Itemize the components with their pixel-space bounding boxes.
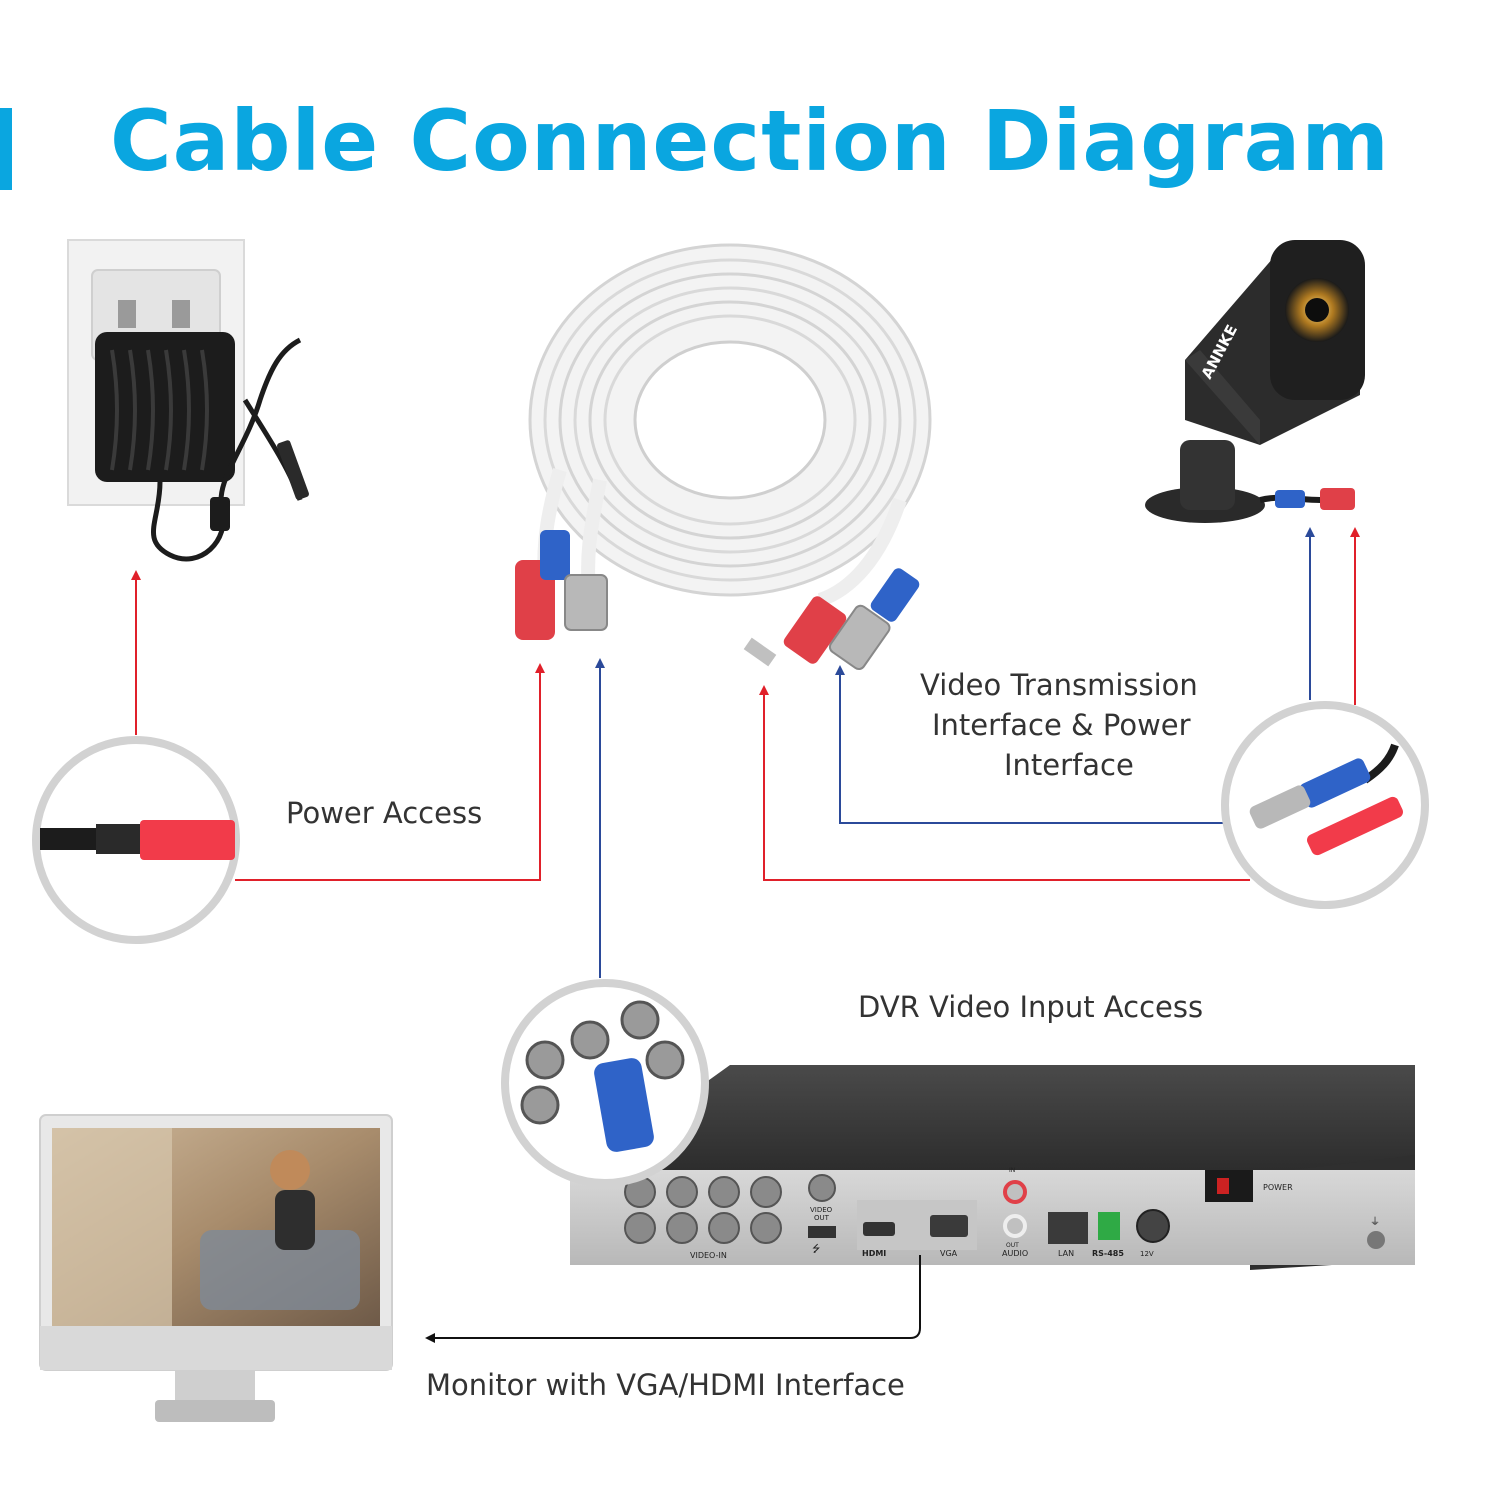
- socket-hole-left: [118, 300, 136, 328]
- magnifier-camera-connectors: [1221, 701, 1429, 909]
- camera-power-red: [1307, 796, 1403, 856]
- audio-in-port: [1003, 1180, 1027, 1204]
- power-adapter-illustration: [67, 239, 309, 562]
- lan-port: [1048, 1212, 1088, 1244]
- camera-power-lead: [1320, 488, 1355, 510]
- video-in-ports: [624, 1176, 782, 1244]
- adapter-body: [95, 332, 235, 482]
- line-camera-power-to-cable: [759, 685, 1250, 881]
- line-dvr-to-monitor: [425, 1255, 921, 1343]
- port-label-hdmi: HDMI: [862, 1249, 886, 1258]
- port-label-rs485: RS-485: [1092, 1249, 1124, 1258]
- coil-hole: [633, 340, 827, 500]
- port-label-lan: LAN: [1058, 1249, 1074, 1258]
- camera-illustration: ANNKE: [1145, 240, 1365, 523]
- camera-bnc-lead: [1275, 490, 1305, 508]
- bnc-connector-left: [564, 574, 608, 631]
- port-label-audio: AUDIO: [1002, 1249, 1028, 1258]
- screen-person: [270, 1150, 310, 1190]
- video-out-port: [808, 1174, 836, 1202]
- label-power-access: Power Access: [286, 796, 483, 830]
- label-video-power-2: Interface & Power: [932, 708, 1191, 742]
- label-video-power-1: Video Transmission: [920, 668, 1198, 702]
- title-accent-bar: [0, 108, 12, 190]
- usb-icon: ⭍: [812, 1243, 820, 1255]
- label-video-power-3: Interface: [1004, 748, 1134, 782]
- line-camera-video-to-cable: [835, 665, 1225, 824]
- dc-plug: [277, 440, 309, 500]
- power-plug-red: [140, 820, 235, 860]
- line-power-to-cable: [235, 663, 545, 881]
- dc-male-connector: [783, 596, 847, 664]
- label-dvr-input: DVR Video Input Access: [858, 990, 1204, 1024]
- bnc-cable-coil-illustration: [515, 243, 932, 671]
- port-label-audio-in: IN: [1009, 1167, 1015, 1174]
- camera-bnc-metal: [1249, 785, 1311, 829]
- bnc-connector-right-sleeve: [870, 568, 920, 622]
- ground-icon: ⏚: [1370, 1216, 1380, 1228]
- dc-power-port: [1136, 1209, 1170, 1243]
- bnc-connector-left-sleeve: [540, 530, 570, 580]
- vga-port: [930, 1215, 968, 1237]
- usb-port: [808, 1226, 836, 1238]
- port-label-dc: 12V: [1140, 1250, 1154, 1258]
- port-label-audio-out: OUT: [1006, 1242, 1019, 1249]
- monitor-illustration: [39, 1114, 393, 1422]
- label-monitor: Monitor with VGA/HDMI Interface: [426, 1368, 905, 1402]
- adapter-ridges: [110, 349, 209, 471]
- dvr-bnc-blue: [594, 1058, 654, 1152]
- ground-screw: [1367, 1231, 1385, 1249]
- dvr-illustration: VIDEO-IN VIDEO OUT ⭍ HDMI VGA IN OUT AUD…: [570, 1065, 1415, 1270]
- ferrite-bead: [210, 497, 230, 531]
- magnifier-power-plug: [32, 736, 240, 944]
- audio-out-port: [1003, 1214, 1027, 1238]
- port-label-power: POWER: [1263, 1183, 1293, 1192]
- dc-male-pin: [743, 637, 777, 667]
- port-label-video-out-1: VIDEO: [810, 1206, 833, 1214]
- monitor-neck: [175, 1370, 255, 1400]
- magnifier-dvr-input: [501, 979, 709, 1187]
- camera-mount-arm: [1180, 440, 1235, 510]
- port-label-video-out-2: OUT: [814, 1214, 830, 1222]
- port-label-vga: VGA: [940, 1249, 958, 1258]
- camera-bnc-blue: [1299, 758, 1371, 808]
- page-title: Cable Connection Diagram: [110, 92, 1390, 190]
- screen-sofa: [200, 1230, 360, 1310]
- socket-hole-right: [172, 300, 190, 328]
- port-label-video-in: VIDEO-IN: [690, 1251, 727, 1260]
- monitor-stand: [155, 1400, 275, 1422]
- connection-lines: [131, 527, 1360, 1343]
- dc-female-connector: [515, 560, 555, 640]
- bnc-connector-right: [828, 604, 891, 671]
- rs485-terminal: [1098, 1212, 1120, 1240]
- hdmi-port: [863, 1222, 895, 1236]
- dvr-top-panel: [570, 1065, 1415, 1180]
